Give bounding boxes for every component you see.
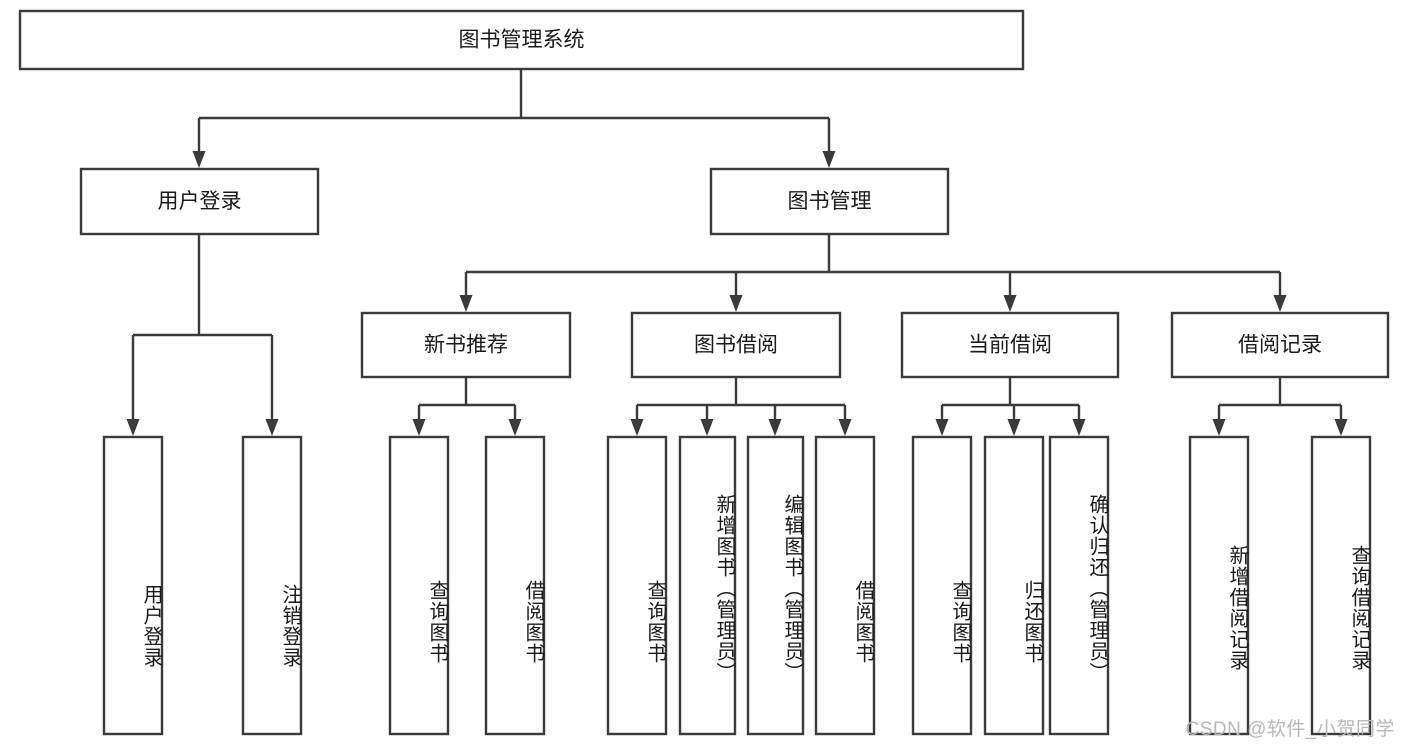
node-box-leaf-logout-login — [241, 435, 303, 736]
arrow-head-borrowrecord-to-leaves-1 — [1334, 419, 1348, 436]
node-box-user-login — [79, 167, 320, 236]
node-leaf-query-book-3[interactable] — [911, 435, 973, 736]
node-leaf-return-book[interactable] — [983, 435, 1045, 736]
arrow-head-newbook-to-leaves-1 — [508, 419, 522, 436]
arrow-head-bookborrow-to-leaves-1 — [700, 419, 714, 436]
node-box-leaf-query-book-2 — [606, 435, 668, 736]
node-box-book-manage — [709, 167, 950, 236]
node-box-leaf-add-borrow-record — [1188, 435, 1250, 736]
arrow-head-bookmanage-to-level2-0 — [459, 295, 473, 312]
node-label-book-manage: 图书管理 — [788, 190, 872, 213]
node-box-book-borrow — [630, 311, 842, 379]
node-box-new-book-recommend — [360, 311, 572, 379]
node-leaf-borrow-book-1[interactable] — [484, 435, 546, 736]
arrow-head-root-to-level1-0 — [192, 151, 206, 168]
arrow-head-currentborrow-to-leaves-2 — [1072, 419, 1086, 436]
node-box-leaf-borrow-book-2 — [814, 435, 876, 736]
node-box-leaf-return-book — [983, 435, 1045, 736]
node-box-leaf-confirm-return-admin — [1048, 435, 1110, 736]
arrow-head-bookborrow-to-leaves-3 — [838, 419, 852, 436]
arrow-head-root-to-level1-1 — [822, 151, 836, 168]
node-leaf-add-borrow-record[interactable] — [1188, 435, 1250, 736]
node-box-borrow-record — [1170, 311, 1390, 379]
arrow-head-borrowrecord-to-leaves-0 — [1212, 419, 1226, 436]
node-leaf-edit-book-admin[interactable] — [746, 435, 805, 736]
arrow-head-bookmanage-to-level2-1 — [729, 295, 743, 312]
arrow-head-userlogin-to-leaves-1 — [265, 419, 279, 436]
arrow-head-currentborrow-to-leaves-1 — [1007, 419, 1021, 436]
node-leaf-add-book-admin[interactable] — [678, 435, 737, 736]
node-box-leaf-query-book-1 — [388, 435, 450, 736]
arrow-head-bookborrow-to-leaves-0 — [630, 419, 644, 436]
edges-layer — [126, 69, 1348, 436]
arrow-head-bookmanage-to-level2-2 — [1003, 295, 1017, 312]
node-book-manage[interactable]: 图书管理 — [709, 167, 950, 236]
node-box-current-borrow — [900, 311, 1120, 379]
node-label-root: 图书管理系统 — [459, 29, 585, 52]
node-label-new-book-recommend: 新书推荐 — [424, 334, 508, 357]
node-leaf-query-book-2[interactable] — [606, 435, 668, 736]
arrow-head-bookmanage-to-level2-3 — [1273, 295, 1287, 312]
node-new-book-recommend[interactable]: 新书推荐 — [360, 311, 572, 379]
node-current-borrow[interactable]: 当前借阅 — [900, 311, 1120, 379]
node-box-leaf-query-book-3 — [911, 435, 973, 736]
watermark-text: CSDN @软件_小贺同学 — [1185, 719, 1395, 740]
node-box-leaf-query-borrow-record — [1310, 435, 1372, 736]
node-leaf-logout-login[interactable] — [241, 435, 303, 736]
node-box-root — [18, 9, 1025, 71]
node-leaf-query-borrow-record[interactable] — [1310, 435, 1372, 736]
node-borrow-record[interactable]: 借阅记录 — [1170, 311, 1390, 379]
node-book-borrow[interactable]: 图书借阅 — [630, 311, 842, 379]
node-label-current-borrow: 当前借阅 — [968, 334, 1052, 357]
node-root[interactable]: 图书管理系统 — [18, 9, 1025, 71]
node-leaf-query-book-1[interactable] — [388, 435, 450, 736]
arrow-head-currentborrow-to-leaves-0 — [935, 419, 949, 436]
arrow-head-bookborrow-to-leaves-2 — [768, 419, 782, 436]
arrow-head-newbook-to-leaves-0 — [412, 419, 426, 436]
node-box-leaf-edit-book-admin — [746, 435, 805, 736]
node-box-leaf-borrow-book-1 — [484, 435, 546, 736]
node-label-book-borrow: 图书借阅 — [694, 334, 778, 357]
node-leaf-borrow-book-2[interactable] — [814, 435, 876, 736]
node-leaf-confirm-return-admin[interactable] — [1048, 435, 1110, 736]
node-box-leaf-add-book-admin — [678, 435, 737, 736]
arrow-head-userlogin-to-leaves-0 — [126, 419, 140, 436]
node-label-user-login: 用户登录 — [158, 190, 242, 213]
node-leaf-user-login[interactable] — [102, 435, 164, 736]
node-box-leaf-user-login — [102, 435, 164, 736]
node-user-login[interactable]: 用户登录 — [79, 167, 320, 236]
node-label-borrow-record: 借阅记录 — [1238, 334, 1322, 357]
